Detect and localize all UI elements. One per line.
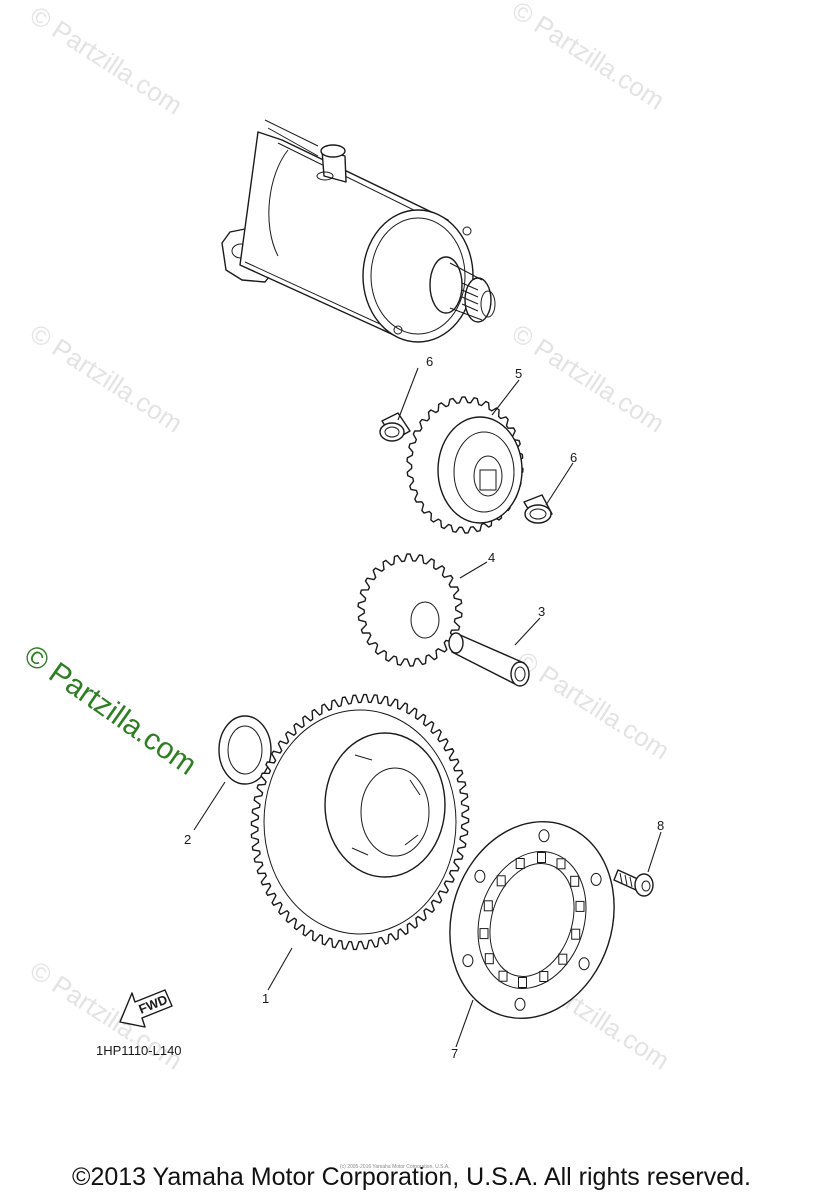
clutch-roller: [539, 971, 549, 982]
bushing-upper: [379, 412, 411, 442]
diagram-code: 1HP1110-L140: [96, 1043, 182, 1058]
bolt-hole: [590, 872, 602, 886]
clutch-roller: [496, 875, 506, 887]
clutch-roller: [484, 953, 494, 965]
callout-2: 2: [184, 832, 191, 847]
clutch-roller: [570, 875, 580, 887]
clutch-roller: [498, 970, 508, 982]
watermark-faint: © Partzilla.com: [507, 318, 670, 439]
clutch-roller: [518, 977, 527, 988]
starter-motor: [221, 119, 496, 343]
fwd-arrow: FWD: [119, 989, 173, 1028]
bolt: [613, 869, 654, 897]
callout-4: 4: [488, 550, 495, 565]
gear-assembly: [406, 396, 524, 534]
starter-wheel-gear: [250, 693, 470, 951]
callout-6-lower: 6: [570, 450, 577, 465]
idler-gear: [357, 553, 463, 667]
washer: [218, 715, 272, 785]
bolt-hole: [474, 869, 486, 883]
bolt-hole: [578, 957, 590, 971]
leader-lines: [193, 367, 662, 1048]
watermark-faint: © Partzilla.com: [25, 0, 188, 120]
bushing-lower: [523, 494, 553, 524]
clutch-roller: [479, 928, 489, 940]
callout-1: 1: [262, 991, 269, 1006]
watermark-faint: © Partzilla.com: [25, 318, 188, 439]
clutch-roller: [515, 858, 525, 869]
shaft: [448, 632, 530, 687]
watermark-faint: © Partzilla.com: [512, 645, 675, 766]
clutch-roller: [483, 900, 493, 912]
bolt-hole: [538, 829, 550, 843]
clutch-roller: [556, 858, 566, 870]
clutch-roller: [571, 928, 581, 940]
callout-6-upper: 6: [426, 354, 433, 369]
watermark-faint: © Partzilla.com: [507, 0, 670, 115]
callout-3: 3: [538, 604, 545, 619]
one-way-clutch: [449, 821, 615, 1019]
copyright-footer: ©2013 Yamaha Motor Corporation, U.S.A. A…: [72, 1163, 751, 1191]
callouts: 1 2 3 4 5 6 6 7 8: [184, 354, 664, 1061]
callout-7: 7: [451, 1046, 458, 1061]
callout-5: 5: [515, 366, 522, 381]
bolt-hole: [514, 997, 526, 1011]
clutch-roller: [575, 900, 585, 912]
clutch-roller: [558, 953, 568, 965]
watermark-main: © Partzilla.com: [18, 639, 203, 782]
clutch-roller: [537, 852, 546, 863]
bolt-hole: [462, 954, 474, 968]
tiny-copyright: (c) 2005-2016 Yamaha Motor Corporation, …: [340, 1164, 450, 1170]
callout-8: 8: [657, 818, 664, 833]
